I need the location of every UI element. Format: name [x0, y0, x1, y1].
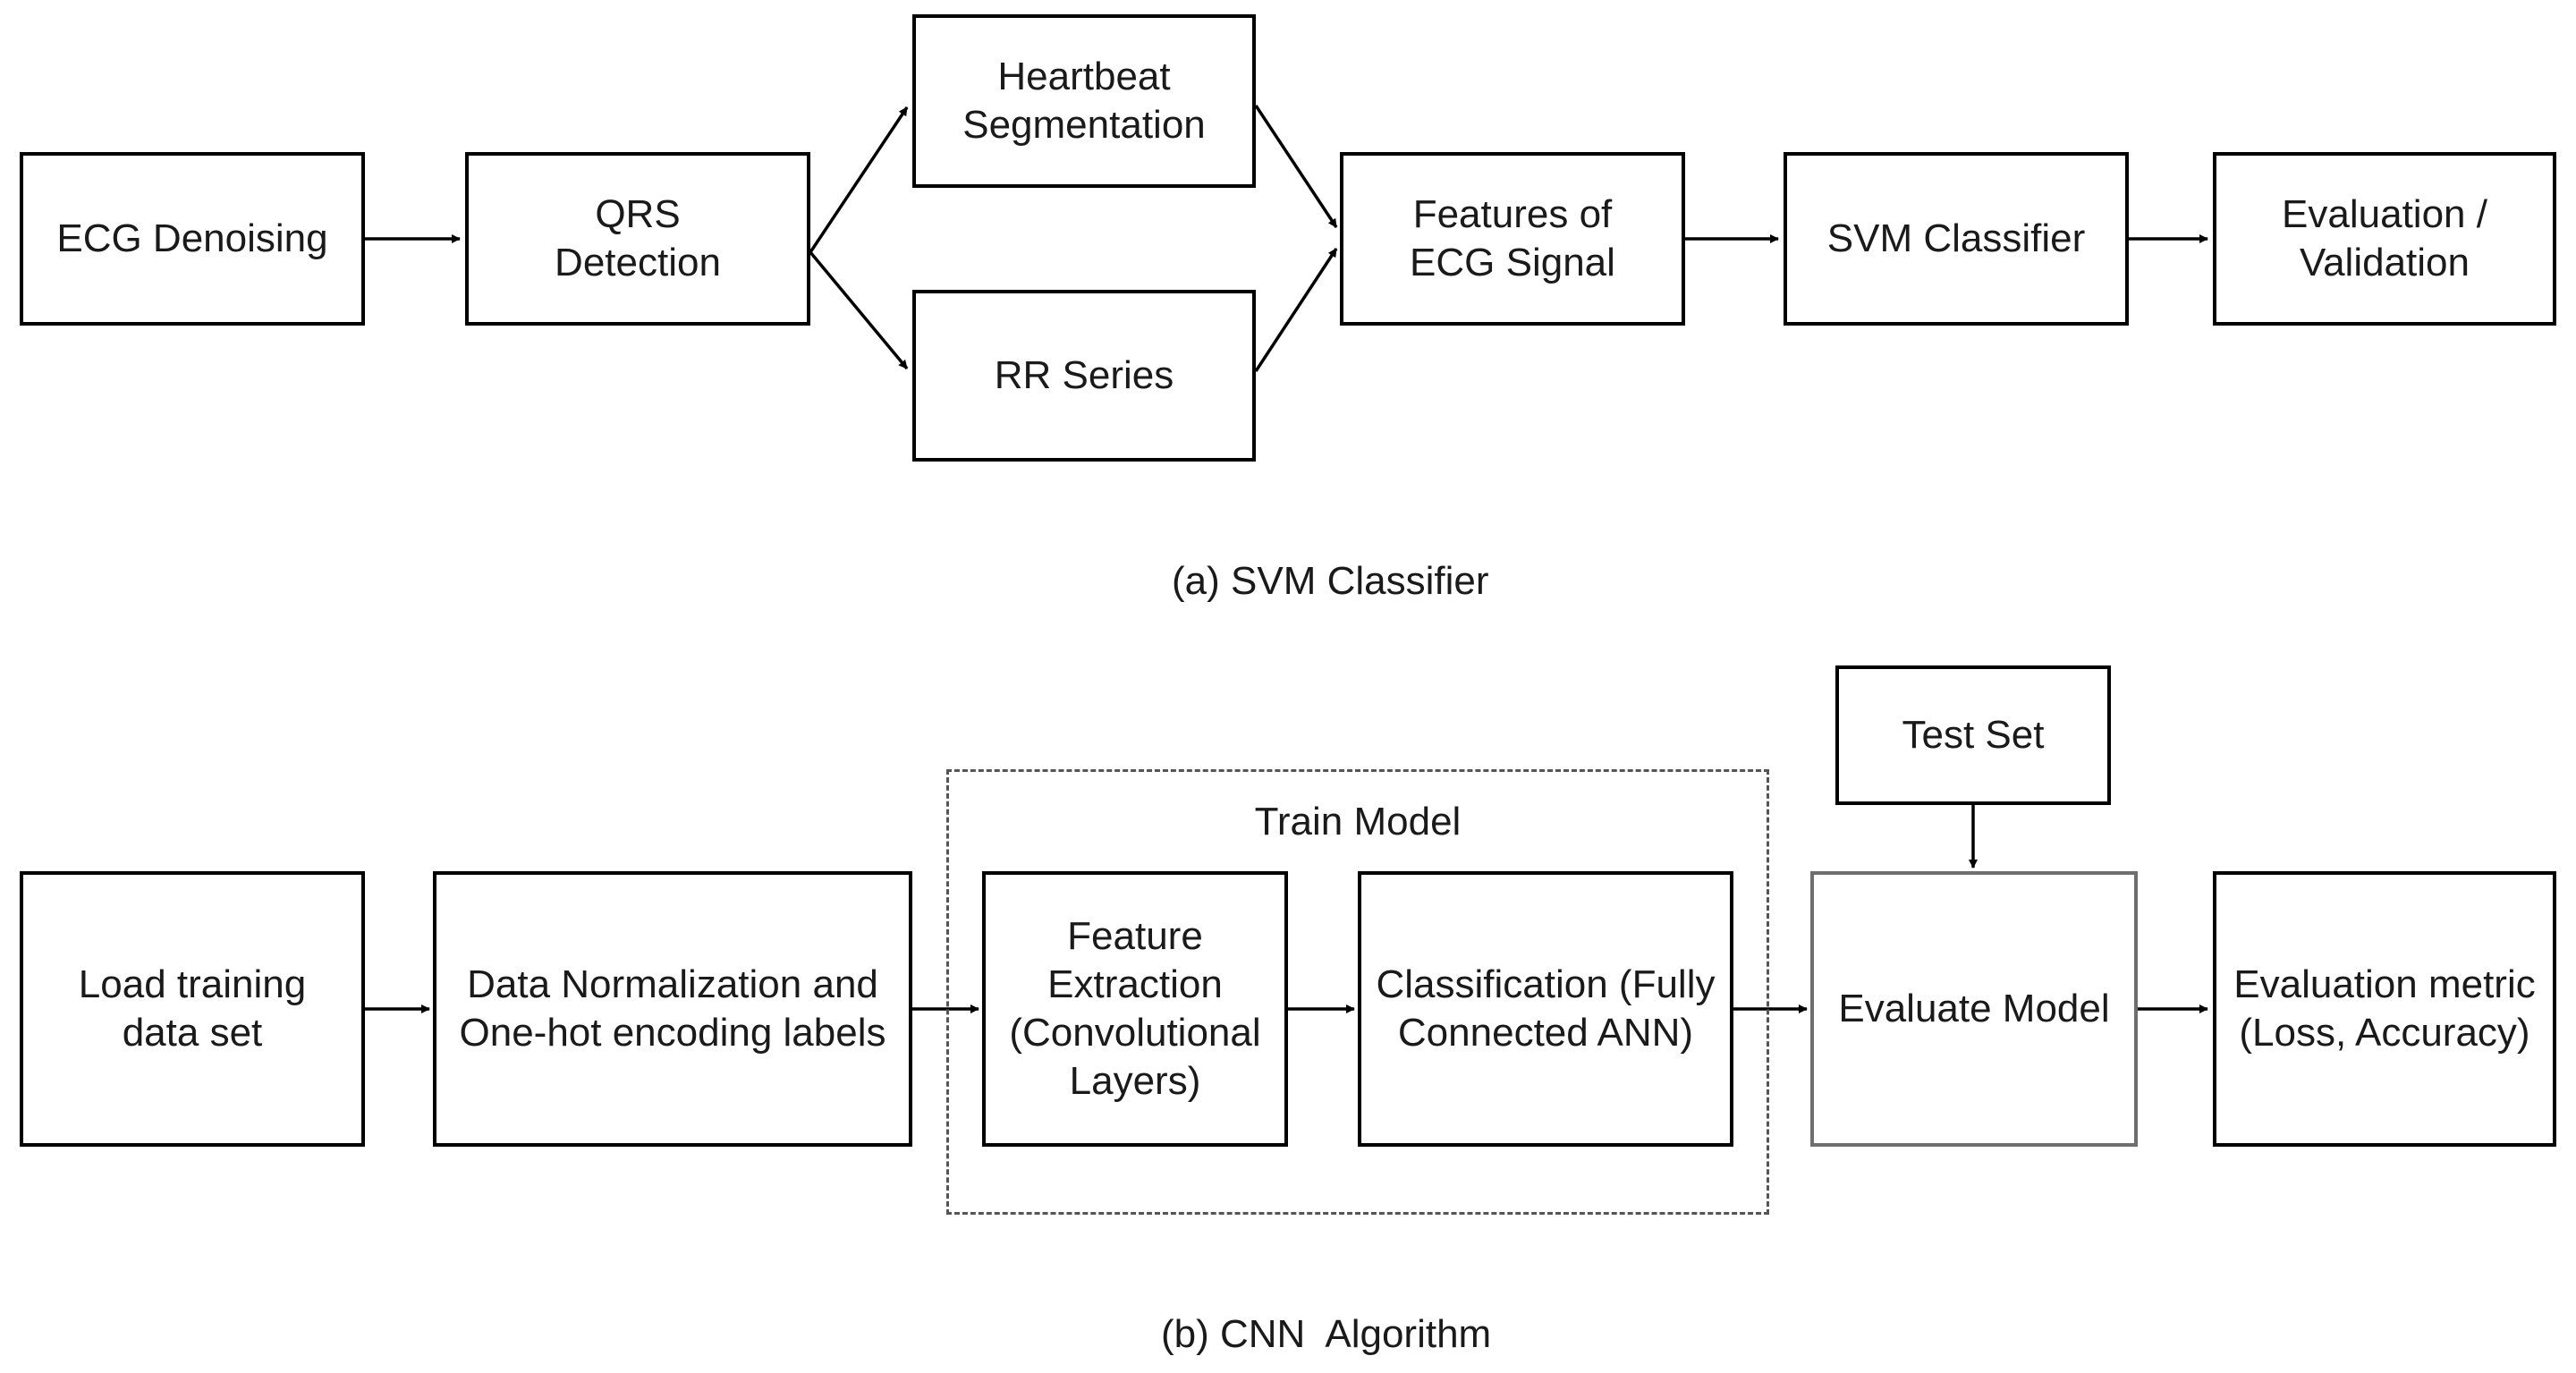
node-evaluation-validation-label: Evaluation / Validation — [2282, 192, 2487, 284]
caption-cnn-algorithm: (b) CNN Algorithm — [1161, 1312, 1492, 1356]
node-rr-series: RR Series — [912, 290, 1256, 462]
node-classification: Classification (Fully Connected ANN) — [1358, 871, 1733, 1147]
node-qrs-detection-label: QRS Detection — [555, 192, 721, 284]
node-ecg-denoising-label: ECG Denoising — [56, 216, 328, 260]
arrow-heartbeat-to-features — [1254, 105, 1338, 228]
node-feature-extraction: Feature Extraction (Convolutional Layers… — [982, 871, 1288, 1147]
node-rr-series-label: RR Series — [994, 353, 1174, 397]
node-data-normalization-label: Data Normalization and One-hot encoding … — [459, 962, 886, 1055]
node-load-training-data: Load training data set — [20, 871, 365, 1147]
node-heartbeat-segmentation: Heartbeat Segmentation — [912, 14, 1256, 188]
group-train-model-title: Train Model — [1254, 800, 1462, 843]
node-load-training-data-label: Load training data set — [78, 962, 307, 1055]
group-train-model — [946, 769, 1769, 1215]
arrow-qrs-to-heartbeat — [809, 106, 909, 253]
node-qrs-detection: QRS Detection — [465, 152, 810, 326]
node-evaluate-model: Evaluate Model — [1810, 871, 2138, 1147]
arrow-rr-series-to-features — [1254, 248, 1338, 372]
node-data-normalization: Data Normalization and One-hot encoding … — [433, 871, 912, 1147]
caption-svm-classifier: (a) SVM Classifier — [1172, 559, 1489, 603]
node-ecg-denoising: ECG Denoising — [20, 152, 365, 326]
node-classification-label: Classification (Fully Connected ANN) — [1376, 962, 1716, 1055]
node-feature-extraction-label: Feature Extraction (Convolutional Layers… — [1009, 914, 1261, 1103]
arrow-qrs-to-rr-series — [809, 250, 909, 370]
node-evaluation-metric: Evaluation metric (Loss, Accuracy) — [2213, 871, 2556, 1147]
node-svm-classifier: SVM Classifier — [1784, 152, 2129, 326]
node-evaluation-validation: Evaluation / Validation — [2213, 152, 2556, 326]
node-svm-classifier-label: SVM Classifier — [1826, 216, 2086, 260]
node-evaluate-model-label: Evaluate Model — [1838, 987, 2110, 1030]
node-test-set-label: Test Set — [1902, 713, 2045, 757]
node-heartbeat-segmentation-label: Heartbeat Segmentation — [962, 55, 1206, 147]
node-features-of-ecg-signal: Features of ECG Signal — [1340, 152, 1685, 326]
node-evaluation-metric-label: Evaluation metric (Loss, Accuracy) — [2233, 962, 2536, 1055]
node-features-of-ecg-signal-label: Features of ECG Signal — [1410, 192, 1615, 284]
node-test-set: Test Set — [1835, 665, 2111, 805]
